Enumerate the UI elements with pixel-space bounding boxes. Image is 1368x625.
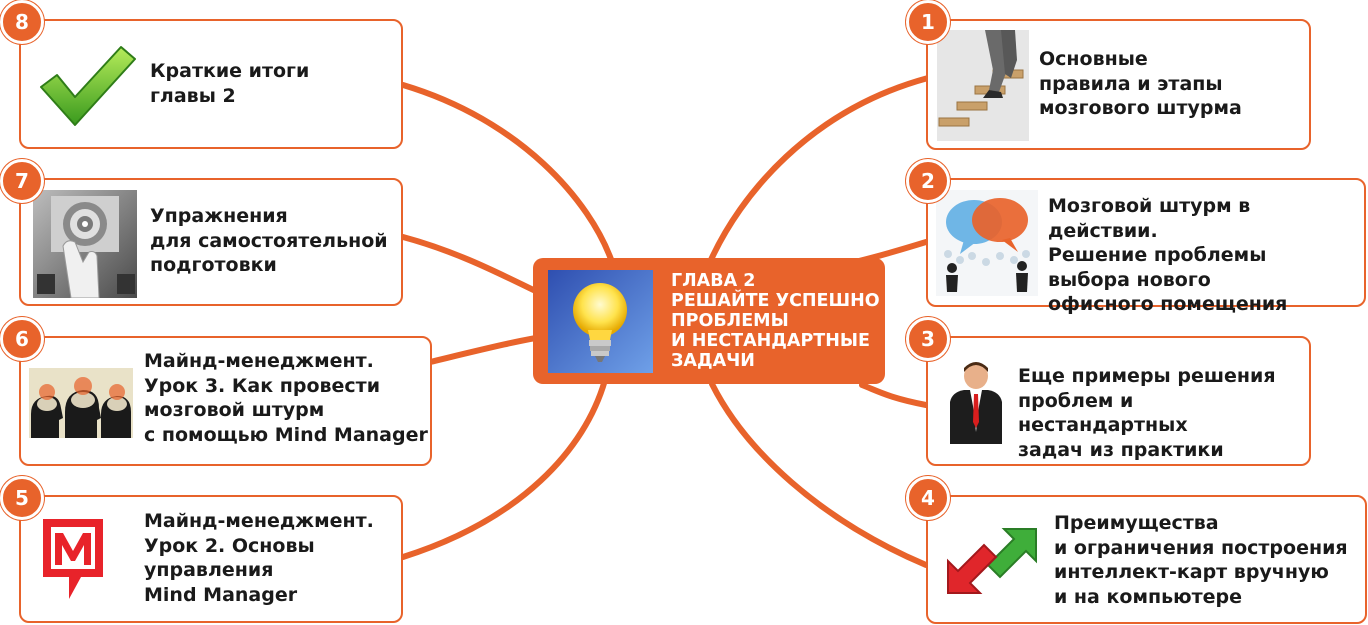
topic-node-6[interactable]: Майнд-менеджмент. Урок 3. Как провести м… xyxy=(19,336,432,466)
checkmark-icon xyxy=(40,46,136,126)
connector-6 xyxy=(427,333,551,365)
lightbulb-icon xyxy=(548,270,653,373)
central-topic[interactable]: ГЛАВА 2 РЕШАЙТЕ УСПЕШНО ПРОБЛЕМЫ И НЕСТА… xyxy=(533,258,885,384)
topic-node-4[interactable]: Преимущества и ограничения построения ин… xyxy=(926,495,1367,624)
topic-label-1: Основные правила и этапы мозгового штурм… xyxy=(1039,48,1242,119)
arrows-icon xyxy=(947,528,1037,594)
topic-label-8: Краткие итоги главы 2 xyxy=(150,60,310,107)
businessman-icon xyxy=(950,362,1002,444)
connector-1 xyxy=(707,75,931,265)
topic-node-7[interactable]: Упражнения для самостоятельной подготовк… xyxy=(19,178,403,306)
topic-label-7: Упражнения для самостоятельной подготовк… xyxy=(150,205,388,276)
topic-label-3: Еще примеры решения проблем и нестандарт… xyxy=(1018,365,1276,461)
topic-label-6: Майнд-менеджмент. Урок 3. Как провести м… xyxy=(144,350,428,446)
topic-node-5[interactable]: Майнд-менеджмент. Урок 2. Основы управле… xyxy=(19,495,403,623)
topic-label-2: Мозговой штурм в действии. Решение пробл… xyxy=(1048,195,1288,315)
central-topic-title: ГЛАВА 2 РЕШАЙТЕ УСПЕШНО ПРОБЛЕМЫ И НЕСТА… xyxy=(671,271,880,371)
topic-number-badge-1: 1 xyxy=(906,0,950,44)
mindmanager-logo-icon xyxy=(43,519,103,599)
topic-label-5: Майнд-менеджмент. Урок 2. Основы управле… xyxy=(144,510,374,606)
connector-3 xyxy=(859,382,929,408)
topic-number-badge-2: 2 xyxy=(906,159,950,203)
topic-node-3[interactable]: Еще примеры решения проблем и нестандарт… xyxy=(926,336,1311,466)
topic-number-badge-5: 5 xyxy=(0,476,44,520)
dartboard-hand-icon xyxy=(33,190,137,298)
topic-number-badge-8: 8 xyxy=(0,0,44,44)
topic-node-8[interactable]: Краткие итоги главы 2 xyxy=(19,19,403,149)
topic-number-badge-6: 6 xyxy=(0,317,44,361)
topic-number-badge-7: 7 xyxy=(0,159,44,203)
topic-label-4: Преимущества и ограничения построения ин… xyxy=(1054,512,1348,608)
connector-5 xyxy=(400,377,608,560)
topic-number-badge-4: 4 xyxy=(906,476,950,520)
brains-heads-icon xyxy=(29,368,133,438)
connector-4 xyxy=(709,381,929,568)
topic-node-1[interactable]: Основные правила и этапы мозгового штурм… xyxy=(926,19,1311,150)
topic-number-badge-3: 3 xyxy=(906,317,950,361)
stairs-icon xyxy=(937,30,1029,141)
speech-bubbles-icon xyxy=(936,190,1038,296)
connector-8 xyxy=(400,82,615,265)
topic-node-2[interactable]: Мозговой штурм в действии. Решение пробл… xyxy=(926,178,1366,315)
